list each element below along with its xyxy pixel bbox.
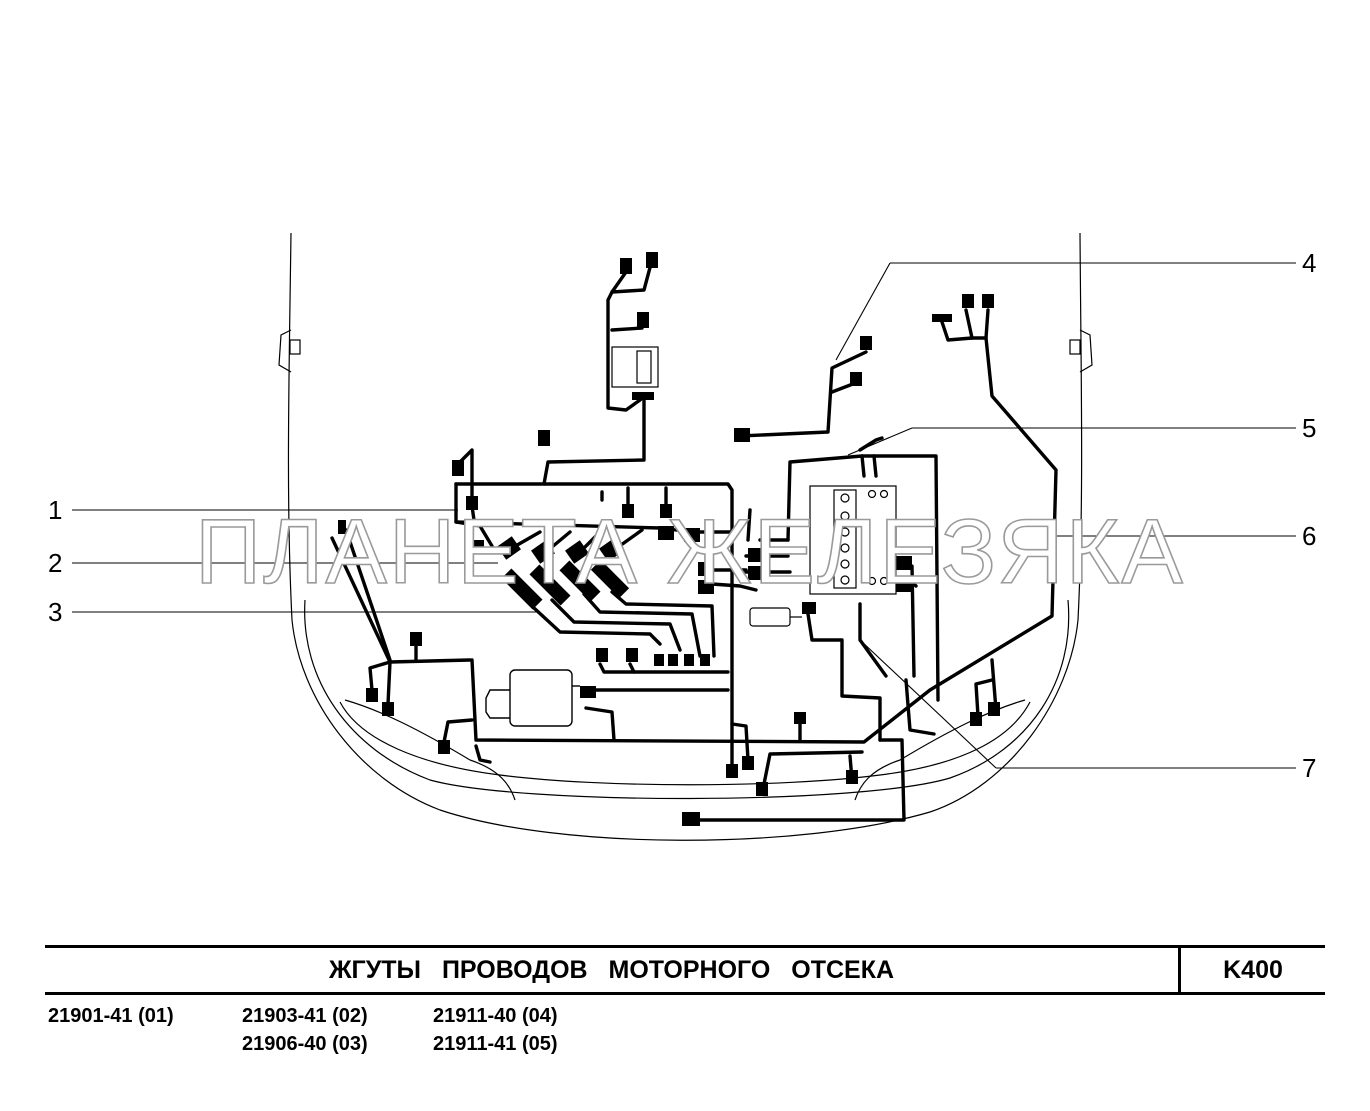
callout-6: 6 [1302,521,1317,551]
wiring-harness [330,258,1058,822]
callout-5: 5 [1302,413,1317,443]
battery [809,485,897,595]
engine-bay-wiring-diagram [72,232,1296,841]
part-number: 21906-40 (03) [242,1033,368,1055]
part-number: 21901-41 (01) [48,1005,174,1027]
title-divider [1178,948,1181,992]
drawing-code: K400 [1223,956,1283,984]
callout-7: 7 [1302,753,1317,783]
drawing-title: ЖГУТЫ ПРОВОДОВ МОТОРНОГО ОТСЕКА [328,956,895,984]
side-mirror-left [278,329,301,373]
callout-leaders [72,262,1296,769]
callout-3: 3 [48,597,63,627]
callout-4: 4 [1302,248,1317,278]
callout-1: 1 [48,495,63,525]
sensor [749,607,802,627]
side-mirror-right [1069,329,1093,373]
connectors [338,252,1000,826]
part-number: 21911-41 (05) [433,1033,558,1055]
part-number: 21911-40 (04) [433,1005,558,1027]
relay-box [611,346,659,388]
title-block: ЖГУТЫ ПРОВОДОВ МОТОРНОГО ОТСЕКА K400 [45,945,1325,995]
air-filter [485,669,580,727]
callout-2: 2 [48,548,63,578]
part-number: 21903-41 (02) [242,1005,368,1027]
